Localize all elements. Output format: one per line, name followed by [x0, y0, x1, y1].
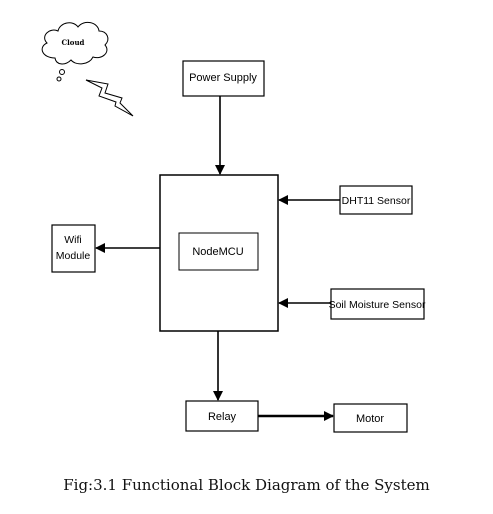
lightning-icon	[85, 79, 134, 117]
relay-block: Relay	[185, 400, 259, 432]
power-supply-block: Power Supply	[182, 60, 265, 97]
nodemcu-label: NodeMCU	[192, 246, 243, 258]
wifi-label-line1: Wifi	[64, 234, 82, 246]
wifi-label-line2: Module	[56, 250, 91, 262]
power-supply-label: Power Supply	[189, 72, 257, 84]
soil-moisture-label: Soil Moisture Sensor	[329, 299, 426, 311]
cloud-label: Cloud	[62, 38, 85, 47]
figure-caption: Fig:3.1 Functional Block Diagram of the …	[63, 476, 430, 494]
block-diagram: Cloud Power Supply NodeMCU Wifi Module D…	[41, 21, 426, 433]
wifi-module-block: Wifi Module	[51, 224, 96, 273]
relay-label: Relay	[208, 411, 237, 423]
nodemcu-block: NodeMCU	[178, 232, 259, 271]
dht11-sensor-block: DHT11 Sensor	[339, 185, 413, 215]
motor-label: Motor	[356, 413, 384, 425]
cloud-icon: Cloud	[41, 21, 109, 82]
soil-moisture-sensor-block: Soil Moisture Sensor	[329, 288, 426, 320]
motor-block: Motor	[333, 403, 408, 433]
dht11-label: DHT11 Sensor	[342, 195, 411, 207]
